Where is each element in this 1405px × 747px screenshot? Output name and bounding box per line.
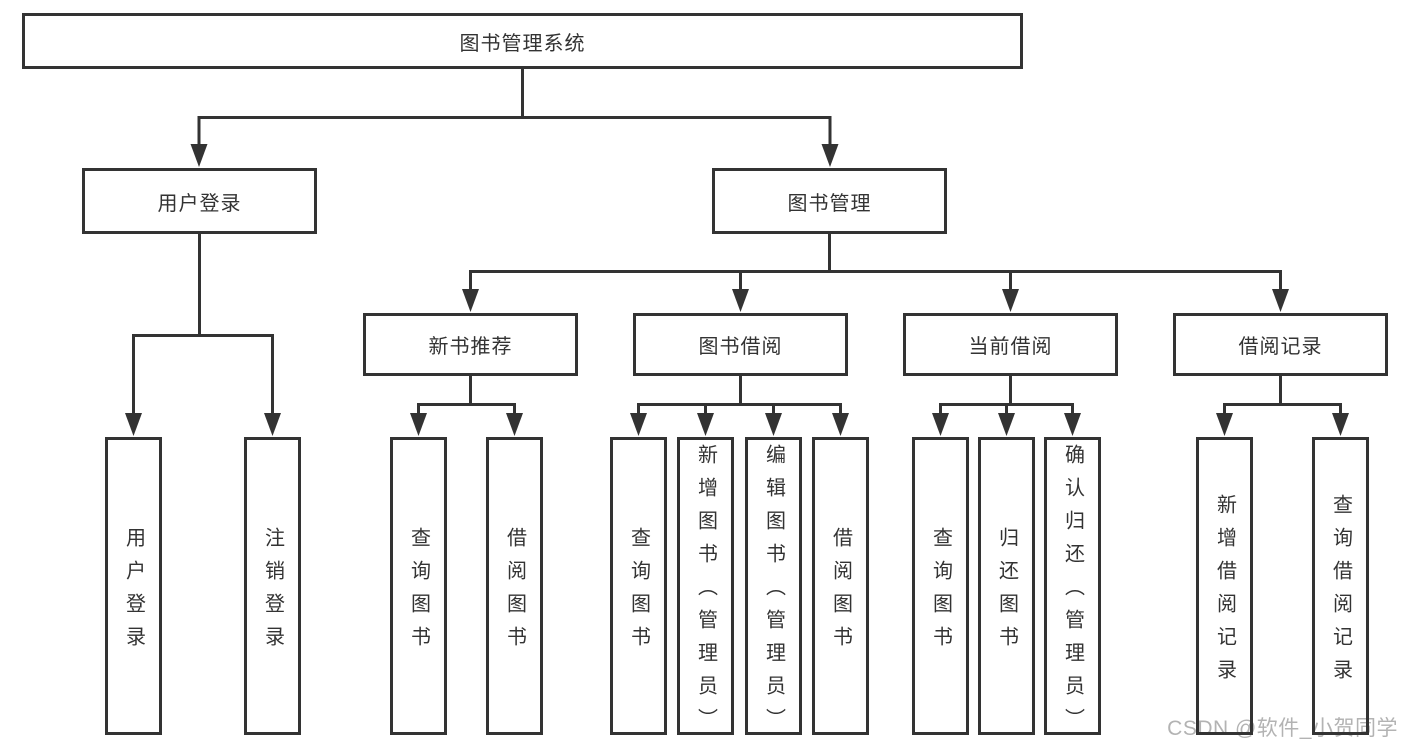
node-label: 查询图书	[627, 526, 650, 659]
node-label: 图书借阅	[698, 336, 783, 358]
node-current-borrowing: 当前借阅	[903, 313, 1118, 376]
node-label: 查询借阅记录	[1329, 493, 1352, 692]
node-label: 借阅图书	[503, 526, 526, 659]
node-label: 图书管理	[787, 192, 872, 215]
arrowhead	[630, 413, 647, 436]
node-label: 查询图书	[929, 526, 952, 659]
node-leaf-borrow-books-1: 借阅图书	[486, 437, 543, 735]
node-leaf-return-books: 归还图书	[978, 437, 1035, 735]
node-leaf-query-books-2: 查询图书	[610, 437, 667, 735]
node-label: 查询图书	[407, 526, 430, 659]
node-leaf-query-borrow-record: 查询借阅记录	[1312, 437, 1369, 735]
connector-borrow-to-children	[637, 376, 842, 415]
connector-current-to-children	[939, 376, 1074, 415]
node-leaf-borrow-books-2: 借阅图书	[812, 437, 869, 735]
connector-bookmgmt-to-level3	[469, 234, 1282, 291]
node-label: 图书管理系统	[459, 32, 586, 55]
arrowhead	[190, 144, 208, 167]
arrowhead	[462, 289, 479, 312]
node-label: 用户登录	[157, 192, 242, 215]
arrowhead	[125, 413, 142, 436]
node-label: 借阅记录	[1238, 336, 1323, 358]
node-label: 确认归还（管理员）	[1061, 444, 1084, 741]
arrowhead	[1216, 413, 1233, 436]
node-book-management: 图书管理	[712, 168, 947, 234]
arrowhead	[732, 289, 749, 312]
node-book-borrowing: 图书借阅	[633, 313, 848, 376]
connector-root-to-level2	[197, 69, 832, 146]
arrowheads	[125, 144, 1349, 436]
arrowhead	[264, 413, 281, 436]
arrowhead	[998, 413, 1015, 436]
node-library-management-system: 图书管理系统	[22, 13, 1023, 69]
arrowhead	[832, 413, 849, 436]
node-leaf-logout: 注销登录	[244, 437, 301, 735]
node-label: 当前借阅	[968, 336, 1053, 358]
connector-userlogin-to-children	[132, 232, 274, 415]
arrowhead	[1332, 413, 1349, 436]
node-label: 用户登录	[122, 526, 145, 659]
arrowhead	[1272, 289, 1289, 312]
node-label: 新书推荐	[428, 336, 513, 358]
connector-records-to-children	[1223, 376, 1342, 415]
node-label: 注销登录	[261, 526, 284, 659]
node-leaf-query-books-1: 查询图书	[390, 437, 447, 735]
node-leaf-confirm-return-admin: 确认归还（管理员）	[1044, 437, 1101, 741]
node-label: 新增借阅记录	[1213, 493, 1236, 692]
arrowhead	[697, 413, 714, 436]
arrowhead	[410, 413, 427, 436]
node-label: 归还图书	[995, 526, 1018, 659]
node-new-book-recommend: 新书推荐	[363, 313, 578, 376]
node-leaf-user-login: 用户登录	[105, 437, 162, 735]
arrowhead	[821, 144, 839, 167]
node-borrowing-records: 借阅记录	[1173, 313, 1388, 376]
node-label: 借阅图书	[829, 526, 852, 659]
arrowhead	[932, 413, 949, 436]
node-leaf-add-books-admin: 新增图书（管理员）	[677, 437, 734, 741]
connector-newbook-to-children	[417, 376, 516, 415]
node-leaf-query-books-3: 查询图书	[912, 437, 969, 735]
node-label: 编辑图书（管理员）	[762, 444, 785, 741]
arrowhead	[765, 413, 782, 436]
node-leaf-edit-books-admin: 编辑图书（管理员）	[745, 437, 802, 741]
node-user-login: 用户登录	[82, 168, 317, 234]
node-leaf-add-borrow-record: 新增借阅记录	[1196, 437, 1253, 735]
node-label: 新增图书（管理员）	[694, 444, 717, 741]
arrowhead	[506, 413, 523, 436]
arrowhead	[1002, 289, 1019, 312]
arrowhead	[1064, 413, 1081, 436]
